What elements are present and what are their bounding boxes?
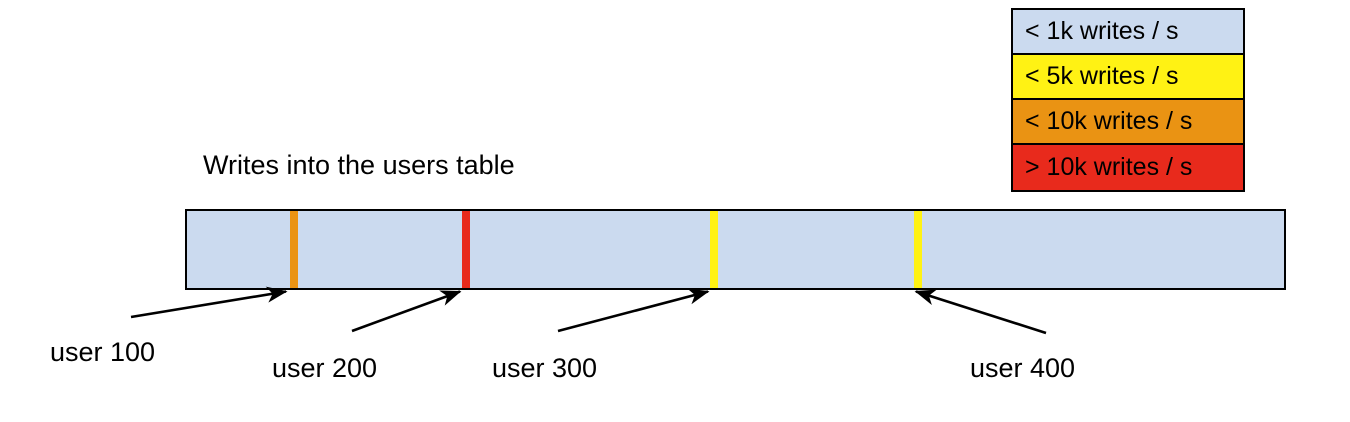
legend: < 1k writes / s < 5k writes / s < 10k wr… [1011,8,1245,192]
legend-label-under-10k: < 10k writes / s [1025,107,1193,135]
label-user-100: user 100 [50,337,156,367]
label-user-200: user 200 [272,353,378,383]
arrow-user-400 [914,289,1047,335]
label-user-400: user 400 [970,353,1076,383]
legend-label-over-10k: > 10k writes / s [1025,153,1193,181]
label-user-300: user 300 [492,353,598,383]
stripe-user-300 [710,211,718,288]
legend-label-under-5k: < 5k writes / s [1025,62,1179,90]
legend-row-under-10k: < 10k writes / s [1013,100,1243,145]
legend-row-under-1k: < 1k writes / s [1013,10,1243,55]
arrow-user-200 [351,290,462,333]
arrow-user-300 [557,288,710,333]
chart-caption: Writes into the users table [203,150,515,180]
legend-row-under-5k: < 5k writes / s [1013,55,1243,100]
users-table-bar [185,209,1286,290]
legend-label-under-1k: < 1k writes / s [1025,17,1179,45]
stripe-user-400 [914,211,922,288]
legend-row-over-10k: > 10k writes / s [1013,145,1243,190]
stripe-user-200 [462,211,470,288]
stripe-user-100 [290,211,298,288]
arrow-user-100 [130,286,288,319]
